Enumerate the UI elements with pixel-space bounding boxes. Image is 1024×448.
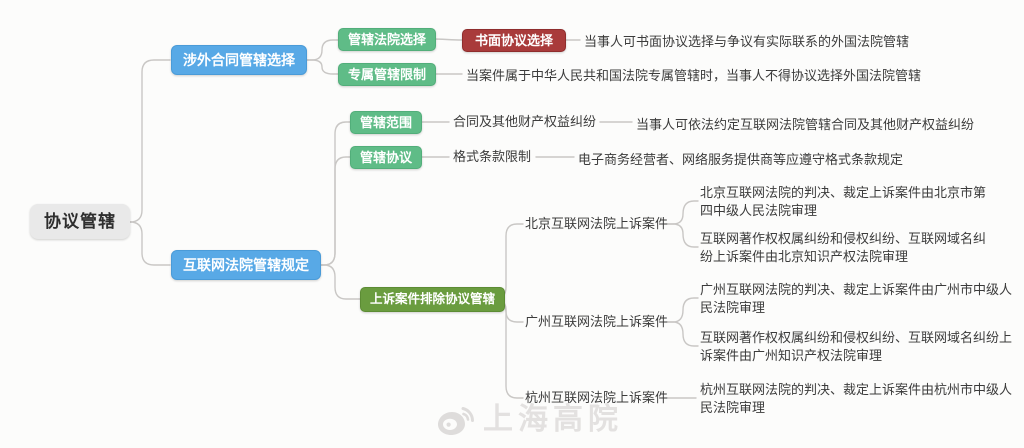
root-node-agreement-jurisdiction: 协议管辖 bbox=[30, 204, 130, 239]
leaf-hangzhou-appeal-rule-1: 杭州互联网法院的判决、裁定上诉案件由杭州市中级人民法院审理 bbox=[700, 382, 1013, 415]
node-jurisdiction-agreement: 管辖协议 bbox=[350, 146, 423, 169]
node-exclusive-jurisdiction-limit: 专属管辖限制 bbox=[338, 63, 437, 86]
node-appeal-cases-exclude-agreement: 上诉案件排除协议管辖 bbox=[360, 287, 506, 312]
node-guangzhou-internet-court-appeals: 广州互联网法院上诉案件 bbox=[525, 314, 669, 329]
watermark-text: 上海高院 bbox=[483, 403, 623, 436]
leaf-guangzhou-appeal-rule-2: 互联网著作权权属纠纷和侵权纠纷、互联网域名纠纷上诉案件由广州知识产权法院审理 bbox=[700, 330, 1013, 363]
text-contract-property-disputes: 合同及其他财产权益纠纷 bbox=[453, 114, 597, 129]
branch-internet-court-rules: 互联网法院管辖规定 bbox=[171, 250, 321, 280]
leaf-guangzhou-appeal-rule-1: 广州互联网法院的判决、裁定上诉案件由广州市中级人民法院审理 bbox=[700, 282, 1013, 315]
leaf-beijing-appeal-rule-2: 互联网著作权权属纠纷和侵权纠纷、互联网域名纠纷上诉案件由北京知识产权法院审理 bbox=[700, 231, 987, 264]
leaf-jurisdiction-scope-rule: 当事人可依法约定互联网法院管辖合同及其他财产权益纠纷 bbox=[636, 117, 975, 132]
node-hangzhou-internet-court-appeals: 杭州互联网法院上诉案件 bbox=[525, 390, 669, 405]
leaf-exclusive-jurisdiction-rule: 当案件属于中华人民共和国法院专属管辖时，当事人不得协议选择外国法院管辖 bbox=[466, 68, 922, 83]
watermark: 上海高院 bbox=[436, 401, 623, 439]
node-court-selection: 管辖法院选择 bbox=[338, 28, 437, 51]
text-standard-clause-limit: 格式条款限制 bbox=[453, 149, 532, 164]
branch-foreign-contract-jurisdiction: 涉外合同管辖选择 bbox=[171, 45, 307, 75]
node-jurisdiction-scope: 管辖范围 bbox=[350, 111, 423, 134]
weibo-icon bbox=[438, 407, 474, 435]
leaf-written-agreement-rule: 当事人可书面协议选择与争议有实际联系的外国法院管辖 bbox=[584, 34, 910, 49]
node-beijing-internet-court-appeals: 北京互联网法院上诉案件 bbox=[525, 216, 669, 231]
node-written-agreement-choice: 书面协议选择 bbox=[462, 29, 567, 52]
leaf-standard-clause-rule: 电子商务经营者、网络服务提供商等应遵守格式条款规定 bbox=[578, 152, 904, 167]
leaf-beijing-appeal-rule-1: 北京互联网法院的判决、裁定上诉案件由北京市第四中级人民法院审理 bbox=[700, 185, 987, 218]
